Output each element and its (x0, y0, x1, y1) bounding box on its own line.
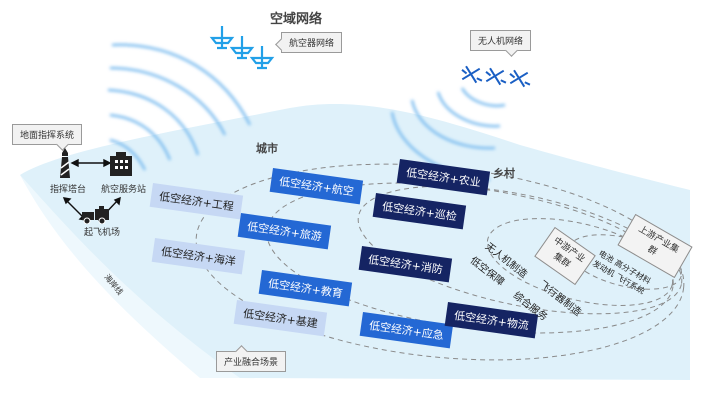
airspace-network-title: 空域网络 (270, 12, 323, 27)
tower-label: 指挥塔台 (50, 185, 87, 195)
aircraft-network-callout: 航空器网络 (281, 32, 343, 53)
drone-icon (461, 65, 531, 88)
land-area (20, 103, 690, 380)
drone-network-callout: 无人机网络 (470, 30, 532, 51)
airplane-icon (209, 26, 275, 70)
drone-group (457, 58, 532, 94)
control-tower-icon (58, 148, 72, 182)
city-label: 城市 (256, 142, 278, 155)
industry-integration-callout: 产业融合场景 (216, 351, 287, 372)
airport-icon (82, 206, 110, 228)
ground-command-callout: 地面指挥系统 (12, 124, 83, 145)
village-label: 乡村 (493, 167, 515, 180)
aircraft-signal-waves (107, 43, 252, 171)
service-station-label: 航空服务站 (101, 185, 147, 195)
airport-label: 起飞机场 (84, 228, 121, 238)
aircraft-group (206, 22, 276, 78)
service-station-icon (110, 152, 132, 180)
